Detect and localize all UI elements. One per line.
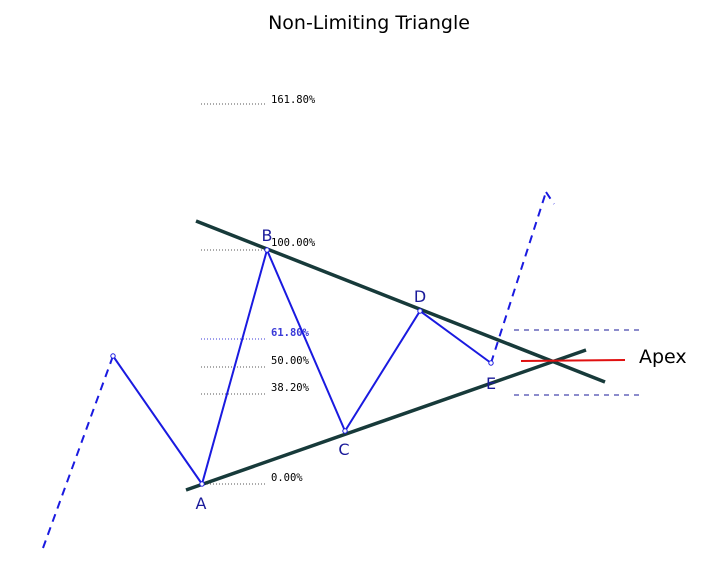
fib-label-161: 161.80% (271, 94, 316, 106)
point-label-a: A (196, 494, 207, 513)
marker-d (417, 308, 423, 314)
marker-b (264, 247, 270, 253)
apex-label: Apex (639, 346, 687, 368)
marker-start (110, 353, 116, 359)
point-label-c: C (338, 440, 349, 459)
lead-in-dashed (42, 355, 114, 549)
apex-line (520, 359, 626, 362)
fib-levels (201, 103, 267, 485)
point-label-d: D (414, 287, 426, 306)
point-label-b: B (262, 226, 273, 245)
breakout-dashed (490, 191, 547, 364)
upper-trendline (195, 219, 606, 384)
diagram-title: Non-Limiting Triangle (268, 12, 470, 34)
fib-label-100: 100.00% (271, 237, 316, 249)
fib-label-382: 38.20% (271, 382, 310, 394)
fib-label-618: 61.80% (271, 327, 310, 339)
fib-label-500: 50.00% (271, 355, 310, 367)
fib-label-000: 0.00% (271, 472, 303, 484)
marker-a (199, 481, 205, 487)
lower-trendline (185, 348, 587, 492)
breakout-arrow-tip (545, 191, 555, 205)
marker-c (342, 428, 348, 434)
wave-path (112, 246, 492, 487)
marker-e (488, 360, 494, 366)
wave-markers (110, 247, 494, 487)
point-label-e: E (486, 374, 496, 393)
